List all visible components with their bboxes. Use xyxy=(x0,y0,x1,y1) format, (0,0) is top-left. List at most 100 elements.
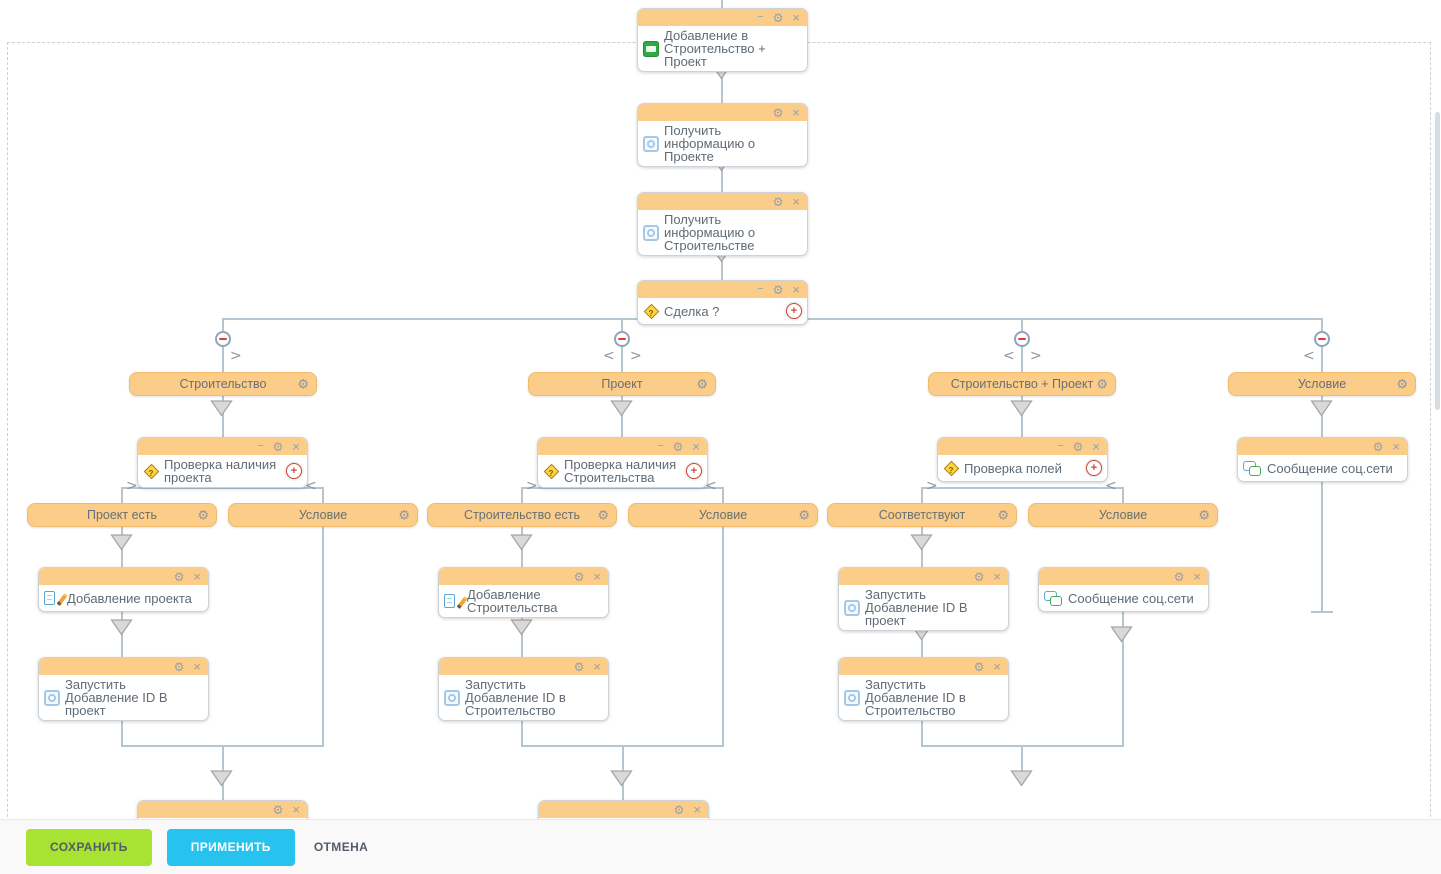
gear-icon[interactable]: ⚙ xyxy=(272,802,284,817)
branch-pill-construction-exists[interactable]: Строительство есть ⚙ xyxy=(427,503,617,527)
gear-icon[interactable]: ⚙ xyxy=(772,194,784,209)
gear-icon[interactable]: ⚙ xyxy=(173,569,185,584)
chevron-left-icon[interactable]: < xyxy=(1105,478,1117,494)
branch-pill-condition-2[interactable]: Условие ⚙ xyxy=(628,503,818,527)
gear-icon[interactable]: ⚙ xyxy=(973,659,985,674)
gear-icon[interactable]: ⚙ xyxy=(1372,439,1384,454)
close-icon[interactable]: × xyxy=(593,569,601,584)
close-icon[interactable]: × xyxy=(792,282,800,297)
chevron-right-icon[interactable]: > xyxy=(926,478,938,494)
gear-icon[interactable]: ⚙ xyxy=(973,569,985,584)
social-message-icon xyxy=(1243,460,1262,477)
minimize-icon[interactable]: − xyxy=(757,11,764,23)
gear-icon[interactable]: ⚙ xyxy=(1396,376,1408,392)
condition-node-check-fields[interactable]: − ⚙ × ? Проверка полей + xyxy=(937,437,1108,482)
gear-icon[interactable]: ⚙ xyxy=(673,802,685,817)
close-icon[interactable]: × xyxy=(792,10,800,25)
gear-icon[interactable]: ⚙ xyxy=(696,376,708,392)
activity-node-run-add-id-project[interactable]: ⚙ × Запустить Добавление ID В проект xyxy=(38,657,209,721)
collapse-branch-button[interactable] xyxy=(1314,331,1330,347)
activity-node-run-add-id-construction[interactable]: ⚙ × Запустить Добавление ID в Строительс… xyxy=(438,657,609,721)
chevron-left-icon[interactable]: < xyxy=(603,348,615,364)
close-icon[interactable]: × xyxy=(993,569,1001,584)
branch-pill-construction-project[interactable]: Строительство + Проект ⚙ xyxy=(928,372,1116,396)
branch-pill-project-exists[interactable]: Проект есть ⚙ xyxy=(27,503,217,527)
branch-pill-condition-3[interactable]: Условие ⚙ xyxy=(1028,503,1218,527)
cancel-button[interactable]: ОТМЕНА xyxy=(313,840,369,854)
connector-line xyxy=(121,487,324,489)
activity-node-add-construction[interactable]: ⚙ × Добавление Строительства xyxy=(438,567,609,618)
save-button[interactable]: СОХРАНИТЬ xyxy=(26,828,152,866)
gear-icon[interactable]: ⚙ xyxy=(798,507,810,523)
activity-node-run-add-id-construction-2[interactable]: ⚙ × Запустить Добавление ID в Строительс… xyxy=(838,657,1009,721)
gear-icon[interactable]: ⚙ xyxy=(672,439,684,454)
condition-node-check-construction[interactable]: − ⚙ × ? Проверка наличия Строительства + xyxy=(537,437,708,488)
close-icon[interactable]: × xyxy=(693,802,701,817)
gear-icon[interactable]: ⚙ xyxy=(398,507,410,523)
gear-icon[interactable]: ⚙ xyxy=(1198,507,1210,523)
gear-icon[interactable]: ⚙ xyxy=(1173,569,1185,584)
gear-icon[interactable]: ⚙ xyxy=(173,659,185,674)
add-branch-button[interactable]: + xyxy=(286,463,302,479)
close-icon[interactable]: × xyxy=(193,569,201,584)
add-branch-button[interactable]: + xyxy=(786,303,802,319)
apply-button[interactable]: ПРИМЕНИТЬ xyxy=(166,828,295,866)
close-icon[interactable]: × xyxy=(792,105,800,120)
activity-node-social-message-right[interactable]: ⚙ × Сообщение соц.сети xyxy=(1237,437,1408,482)
chevron-right-icon[interactable]: > xyxy=(126,478,138,494)
chevron-right-icon[interactable]: > xyxy=(230,348,242,364)
gear-icon[interactable]: ⚙ xyxy=(772,10,784,25)
gear-icon[interactable]: ⚙ xyxy=(597,507,609,523)
activity-node-add-construction-project[interactable]: − ⚙ × Добавление в Строительство + Проек… xyxy=(637,8,808,72)
branch-pill-condition[interactable]: Условие ⚙ xyxy=(1228,372,1416,396)
branch-pill-construction[interactable]: Строительство ⚙ xyxy=(129,372,317,396)
collapse-branch-button[interactable] xyxy=(215,331,231,347)
activity-node-social-message[interactable]: ⚙ × Сообщение соц.сети xyxy=(1038,567,1209,612)
close-icon[interactable]: × xyxy=(993,659,1001,674)
minimize-icon[interactable]: − xyxy=(257,440,264,452)
gear-icon[interactable]: ⚙ xyxy=(197,507,209,523)
activity-node-get-info-project[interactable]: ⚙ × Получить информацию о Проекте xyxy=(637,103,808,167)
close-icon[interactable]: × xyxy=(692,439,700,454)
gear-icon[interactable]: ⚙ xyxy=(772,105,784,120)
condition-node-check-project[interactable]: − ⚙ × ? Проверка наличия проекта + xyxy=(137,437,308,488)
close-icon[interactable]: × xyxy=(292,439,300,454)
chevron-right-icon[interactable]: > xyxy=(1030,348,1042,364)
activity-node-get-info-construction[interactable]: ⚙ × Получить информацию о Строительстве xyxy=(637,192,808,256)
gear-icon[interactable]: ⚙ xyxy=(573,659,585,674)
close-icon[interactable]: × xyxy=(1092,439,1100,454)
chevron-left-icon[interactable]: < xyxy=(305,478,317,494)
gear-icon[interactable]: ⚙ xyxy=(573,569,585,584)
chevron-left-icon[interactable]: < xyxy=(705,478,717,494)
gear-icon[interactable]: ⚙ xyxy=(1096,376,1108,392)
branch-pill-fields-match[interactable]: Соответствуют ⚙ xyxy=(827,503,1017,527)
collapse-branch-button[interactable] xyxy=(614,331,630,347)
close-icon[interactable]: × xyxy=(292,802,300,817)
chevron-right-icon[interactable]: > xyxy=(630,348,642,364)
chevron-right-icon[interactable]: > xyxy=(526,478,538,494)
activity-node-run-add-id-project-2[interactable]: ⚙ × Запустить Добавление ID В проект xyxy=(838,567,1009,631)
close-icon[interactable]: × xyxy=(1193,569,1201,584)
activity-node-add-project[interactable]: ⚙ × Добавление проекта xyxy=(38,567,209,612)
close-icon[interactable]: × xyxy=(1392,439,1400,454)
branch-pill-condition-1[interactable]: Условие ⚙ xyxy=(228,503,418,527)
branch-pill-project[interactable]: Проект ⚙ xyxy=(528,372,716,396)
close-icon[interactable]: × xyxy=(593,659,601,674)
gear-icon[interactable]: ⚙ xyxy=(997,507,1009,523)
add-branch-button[interactable]: + xyxy=(1086,460,1102,476)
gear-icon[interactable]: ⚙ xyxy=(772,282,784,297)
collapse-branch-button[interactable] xyxy=(1014,331,1030,347)
add-branch-button[interactable]: + xyxy=(686,463,702,479)
close-icon[interactable]: × xyxy=(193,659,201,674)
close-icon[interactable]: × xyxy=(792,194,800,209)
gear-icon[interactable]: ⚙ xyxy=(1072,439,1084,454)
gear-icon[interactable]: ⚙ xyxy=(272,439,284,454)
minimize-icon[interactable]: − xyxy=(1057,440,1064,452)
condition-node-deal[interactable]: − ⚙ × ? Сделка ? + xyxy=(637,280,808,325)
gear-icon[interactable]: ⚙ xyxy=(297,376,309,392)
chevron-left-icon[interactable]: < xyxy=(1003,348,1015,364)
vertical-scrollbar-thumb[interactable] xyxy=(1435,112,1440,410)
chevron-left-icon[interactable]: < xyxy=(1303,348,1315,364)
minimize-icon[interactable]: − xyxy=(657,440,664,452)
minimize-icon[interactable]: − xyxy=(757,283,764,295)
